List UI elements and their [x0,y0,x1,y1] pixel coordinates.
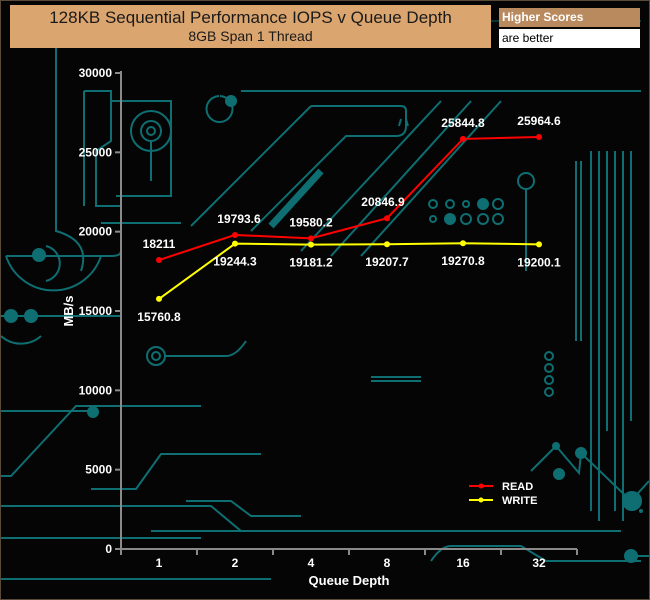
y-tick-label: 5000 [85,463,112,477]
data-point-read [232,231,238,238]
x-tick-label: 2 [232,556,239,570]
data-label-write: 19200.1 [517,255,561,269]
data-label-write: 19244.3 [213,255,257,269]
data-label-read: 19580.2 [289,215,333,229]
data-point-read [308,235,314,242]
are-better-badge: are better [499,29,640,48]
series-line-write [158,242,540,300]
data-label-write: 19181.2 [289,256,333,270]
x-tick-label: 4 [308,556,315,570]
data-point-write [384,241,390,248]
x-tick-label: 1 [156,556,163,570]
y-tick-label: 0 [105,542,112,556]
data-labels-layer: 18211 19793.6 19580.2 20846.9 25844.8 25964.6… [137,114,561,324]
series-line-read [158,136,540,262]
data-label-write: 19207.7 [365,255,409,269]
data-point-write [536,241,542,248]
y-tick-label: 20000 [79,225,113,239]
data-label-read: 18211 [143,237,176,251]
data-point-write [308,241,314,248]
data-point-read [384,215,390,222]
data-label-read: 19793.6 [217,212,261,226]
legend-label-read: READ [502,481,533,493]
data-point-write [232,240,238,247]
x-tick-label: 32 [532,556,546,570]
x-tick-label: 16 [456,556,470,570]
x-axis-title: Queue Depth [309,573,390,588]
legend-marker-read [478,483,484,489]
legend-label-write: WRITE [502,495,537,507]
legend-marker-write [478,497,484,503]
y-tick-label: 15000 [79,304,113,318]
legend: READ WRITE [469,481,537,507]
chart-title: 128KB Sequential Performance IOPS v Queu… [49,8,452,27]
data-label-write: 15760.8 [137,310,181,324]
axes: 0 5000 10000 15000 20000 25000 30000 1 2 4 8 16 32 [79,66,578,570]
chart-title-box: 128KB Sequential Performance IOPS v Queu… [10,5,491,48]
y-axis-title: MB/s [61,295,76,326]
chart-subtitle: 8GB Span 1 Thread [188,28,313,44]
data-label-write: 19270.8 [441,254,485,268]
data-label-read: 25844.8 [441,116,485,130]
series-layer [156,134,542,302]
data-point-read [460,135,466,142]
x-tick-label: 8 [384,556,391,570]
y-tick-label: 10000 [79,383,113,397]
data-label-read: 20846.9 [361,195,405,209]
data-point-read [156,257,162,264]
higher-scores-badge: Higher Scores [499,8,640,27]
y-tick-label: 25000 [79,145,113,159]
data-point-write [156,295,162,302]
data-label-read: 25964.6 [517,114,561,128]
data-point-write [460,240,466,247]
data-point-read [536,134,542,141]
y-tick-label: 30000 [79,66,113,80]
